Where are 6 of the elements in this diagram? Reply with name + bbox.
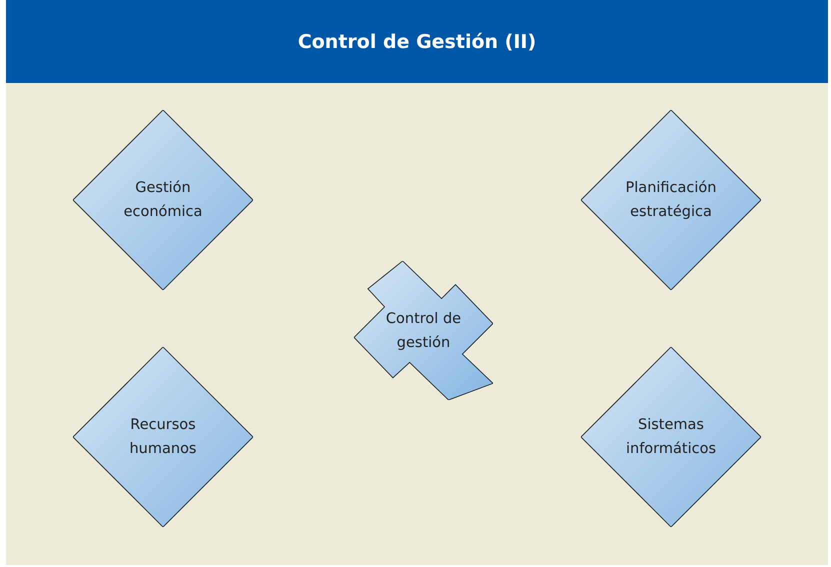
title: Control de Gestión (II) — [298, 30, 536, 52]
node-label: Sistemas informáticos — [624, 416, 718, 459]
node-label: Gestión económica — [122, 179, 204, 222]
node-label: Control de gestión — [384, 310, 462, 352]
node-label: Recursos humanos — [128, 416, 198, 459]
node-label: Planificación estratégica — [624, 179, 718, 222]
